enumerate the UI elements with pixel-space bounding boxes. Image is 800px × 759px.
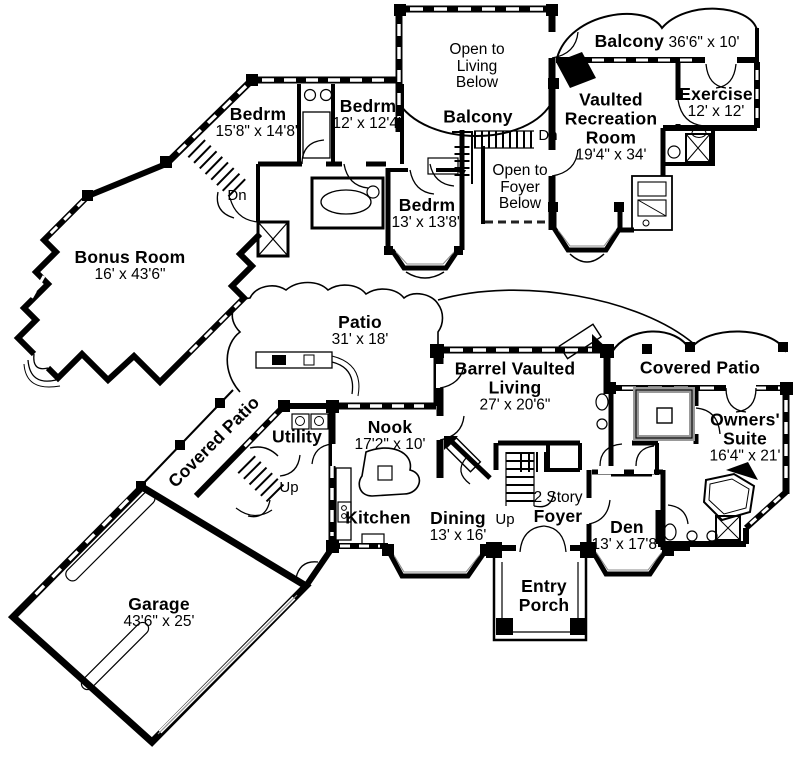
label-owners-suite: Owners' Suite 16'4" x 21' [709, 409, 781, 466]
room-dims: 17'2" x 10' [354, 436, 426, 454]
label-open-to-living-below: Open to Living Below [449, 40, 505, 92]
door-gaps [302, 32, 756, 554]
label-up-foyer: Up [495, 510, 515, 528]
label-utility: Utility [271, 426, 323, 447]
label-line: Living [456, 57, 498, 75]
label-line: 2 Story [533, 489, 583, 507]
room-name: Owners' [710, 409, 780, 430]
label-bonus-room: Bonus Room 16' x 43'6" [75, 248, 186, 284]
room-name: Patio [338, 312, 382, 333]
room-dims: 13' x 16' [429, 527, 487, 545]
room-name: Room [585, 127, 637, 148]
label-living: Barrel Vaulted Living 27' x 20'6" [454, 358, 576, 415]
room-dims: 16'4" x 21' [709, 447, 781, 465]
room-dims: 19'4" x 34' [575, 145, 647, 163]
label-dn-upper: Dn [538, 126, 558, 144]
stair-direction: Up [495, 510, 515, 528]
room-name: Dining [430, 508, 486, 529]
label-foyer: 2 Story Foyer [533, 489, 583, 526]
room-name: Barrel Vaulted [454, 358, 576, 379]
label-line: Open to [449, 40, 505, 58]
label-patio: Patio 31' x 18' [332, 313, 389, 349]
posts-and-corners [82, 4, 793, 635]
stairs [187, 130, 555, 517]
room-dims: 12' x 12' [687, 103, 745, 121]
label-up-left: Up [279, 478, 299, 496]
room-dims: 43'6" x 25' [123, 613, 195, 631]
room-name: Bedrm [339, 96, 397, 117]
fixtures [23, 52, 758, 573]
room-dims: 13' x 17'8" [591, 536, 663, 554]
room-name: Bedrm [229, 104, 287, 125]
room-name: Garage [128, 594, 190, 615]
label-balcony-upper: Balcony 36'6" x 10' [595, 32, 740, 52]
room-name: Balcony [443, 106, 513, 127]
room-name: Utility [271, 426, 323, 447]
room-dims: 12' x 12'4" [332, 115, 404, 133]
room-name: Bonus Room [74, 247, 186, 268]
room-name: Entry [521, 576, 567, 597]
label-recreation-room: Vaulted Recreation Room 19'4" x 34' [565, 90, 657, 163]
label-covered-patio-right: Covered Patio [639, 357, 761, 378]
label-kitchen: Kitchen [345, 507, 411, 528]
label-exercise: Exercise 12' x 12' [679, 85, 753, 121]
label-line: Foyer [500, 178, 540, 196]
label-open-to-foyer-below: Open to Foyer Below [492, 161, 548, 213]
room-name: Den [610, 517, 644, 538]
label-bedroom-3: Bedrm 13' x 13'8" [392, 196, 463, 232]
room-name: Porch [518, 595, 570, 615]
label-line: Below [455, 74, 499, 92]
label-bedroom-1: Bedrm 15'8" x 14'8" [215, 105, 300, 141]
label-dn-left: Dn [227, 186, 247, 204]
room-name: Balcony [594, 31, 665, 52]
room-name: Recreation [564, 108, 658, 129]
room-name: Suite [723, 428, 767, 449]
garage-interior-lines [65, 491, 156, 691]
room-name: Exercise [679, 84, 753, 105]
room-name: Covered Patio [639, 357, 761, 378]
room-dims: 27' x 20'6" [479, 396, 551, 414]
room-dims: 36'6" x 10' [668, 34, 740, 52]
stair-direction: Dn [538, 126, 558, 144]
room-name: Kitchen [345, 507, 411, 528]
stair-direction: Up [279, 478, 299, 496]
room-dims: 16' x 43'6" [94, 266, 166, 284]
room-dims: 31' x 18' [331, 331, 389, 349]
room-name: Bedrm [398, 195, 456, 216]
garage-door-lines [157, 594, 298, 735]
label-entry-porch: Entry Porch [519, 577, 570, 615]
room-name: Vaulted [579, 89, 643, 110]
room-dims: 15'8" x 14'8" [215, 123, 301, 141]
label-dining: Dining 13' x 16' [430, 509, 487, 545]
label-line: Open to [492, 161, 548, 179]
room-dims: 13' x 13'8" [391, 214, 463, 232]
label-garage: Garage 43'6" x 25' [124, 595, 195, 631]
label-balcony-mid: Balcony [443, 106, 513, 127]
stair-direction: Dn [227, 186, 247, 204]
room-name: Foyer [533, 505, 583, 526]
label-bedroom-2: Bedrm 12' x 12'4" [333, 97, 404, 133]
label-line: Below [498, 195, 542, 213]
label-nook: Nook 17'2" x 10' [355, 418, 426, 454]
room-name: Nook [367, 417, 413, 438]
label-den: Den 13' x 17'8" [592, 518, 663, 554]
room-name: Living [488, 377, 542, 398]
